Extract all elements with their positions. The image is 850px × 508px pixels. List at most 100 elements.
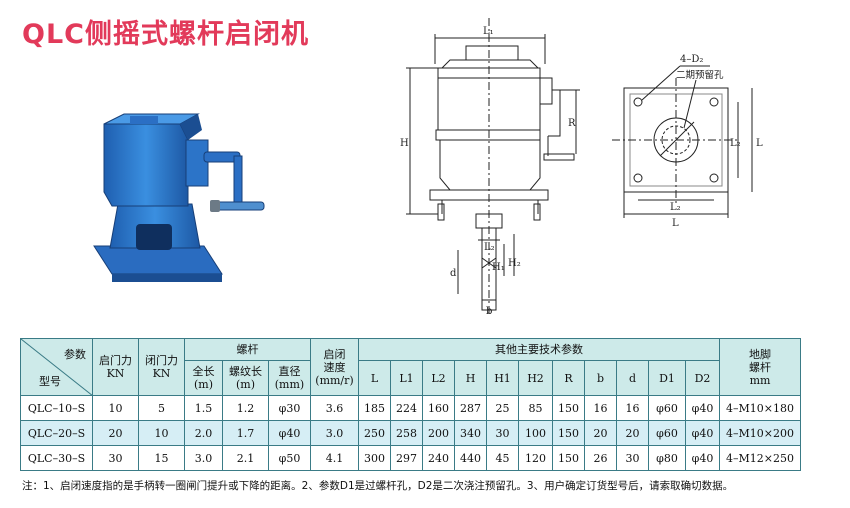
dim-label-plan-L: L: [672, 218, 679, 229]
cell-L1: 224: [390, 395, 423, 421]
cell-close-force: 5: [138, 395, 185, 421]
header-col-R: R: [552, 360, 585, 396]
cell-full-length: 2.0: [184, 420, 223, 446]
cell-L1: 258: [390, 420, 423, 446]
cell-diameter: φ50: [268, 445, 311, 471]
dim-label-plan-L2: L₂: [670, 202, 681, 213]
cell-L2: 200: [422, 420, 455, 446]
front-view-labels: L₁ H R L₂ H₁ H₂ d b: [400, 26, 576, 317]
dim-label-plan-L2-side: L₂: [730, 138, 741, 149]
cell-H: 440: [454, 445, 487, 471]
page-title: QLC侧摇式螺杆启闭机: [22, 19, 309, 50]
cell-open-force: 30: [92, 445, 139, 471]
cell-anchor-bolt: 4–M10×180: [719, 395, 801, 421]
header-other-params: 其他主要技术参数: [358, 337, 720, 362]
cell-b: 26: [584, 445, 617, 471]
cell-full-length: 3.0: [184, 445, 223, 471]
cell-close-force: 15: [138, 445, 185, 471]
cell-model: QLC–20–S: [20, 420, 93, 446]
header-param: 参数: [64, 348, 86, 361]
cell-L1: 297: [390, 445, 423, 471]
cell-anchor-bolt: 4–M10×200: [719, 420, 801, 446]
table-row: QLC–10–S 10 5 1.5 1.2 φ30 3.6 185 224 16…: [20, 395, 801, 421]
header-col-D2: D2: [685, 360, 720, 396]
header-col-H2: H2: [518, 360, 553, 396]
cell-H1: 25: [486, 395, 519, 421]
dim-label-H2: H₂: [508, 258, 521, 269]
product-photo: [93, 113, 265, 282]
cell-thread-length: 1.2: [222, 395, 269, 421]
cell-d: 30: [616, 445, 649, 471]
cell-H2: 100: [518, 420, 553, 446]
cell-full-length: 1.5: [184, 395, 223, 421]
cell-D1: φ60: [648, 395, 686, 421]
header-col-L2: L2: [422, 360, 455, 396]
cell-model: QLC–10–S: [20, 395, 93, 421]
cell-H1: 30: [486, 420, 519, 446]
cell-D2: φ40: [685, 395, 720, 421]
cell-R: 150: [552, 445, 585, 471]
header-col-d: d: [616, 360, 649, 396]
cell-d: 16: [616, 395, 649, 421]
header-param-model: 参数 型号: [20, 338, 93, 396]
cell-diameter: φ40: [268, 420, 311, 446]
header-anchor-bolt: 地脚 螺杆 mm: [719, 338, 801, 396]
header-close-force: 闭门力 KN: [138, 338, 185, 396]
table-row: QLC–30–S 30 15 3.0 2.1 φ50 4.1 300 297 2…: [20, 445, 801, 471]
callout-second-stage-hole: 二期预留孔: [676, 69, 724, 81]
cell-L: 185: [358, 395, 391, 421]
cell-close-force: 10: [138, 420, 185, 446]
header-diameter: 直径 (mm): [268, 360, 311, 396]
dim-label-L1: L₁: [483, 26, 494, 37]
front-view: [406, 18, 580, 316]
header-col-L1: L1: [390, 360, 423, 396]
cell-L: 300: [358, 445, 391, 471]
plan-view: [612, 65, 753, 218]
table-row: QLC–20–S 20 10 2.0 1.7 φ40 3.0 250 258 2…: [20, 420, 801, 446]
cell-L2: 160: [422, 395, 455, 421]
cell-model: QLC–30–S: [20, 445, 93, 471]
dim-label-d: d: [450, 268, 457, 279]
cell-R: 150: [552, 420, 585, 446]
dim-label-H1: H₁: [492, 262, 505, 273]
header-col-H: H: [454, 360, 487, 396]
header-col-L: L: [358, 360, 391, 396]
cell-open-force: 10: [92, 395, 139, 421]
header-thread-length: 螺纹长 (m): [222, 360, 269, 396]
cell-D1: φ60: [648, 420, 686, 446]
callout-4-D2: 4–D₂: [680, 54, 703, 65]
cell-D1: φ80: [648, 445, 686, 471]
dim-label-b: b: [486, 306, 492, 317]
cell-speed: 3.0: [310, 420, 359, 446]
cell-thread-length: 2.1: [222, 445, 269, 471]
footnote: 注：1、启闭速度指的是手柄转一圈闸门提升或下降的距离。2、参数D1是过螺杆孔，D…: [22, 480, 734, 492]
dim-label-L2: L₂: [484, 242, 495, 253]
cell-b: 16: [584, 395, 617, 421]
dim-label-H: H: [400, 138, 409, 149]
cell-anchor-bolt: 4–M12×250: [719, 445, 801, 471]
header-open-force: 启门力 KN: [92, 338, 139, 396]
cell-speed: 4.1: [310, 445, 359, 471]
dim-label-R: R: [568, 118, 576, 129]
header-col-H1: H1: [486, 360, 519, 396]
header-col-D1: D1: [648, 360, 686, 396]
cell-H: 340: [454, 420, 487, 446]
cell-b: 20: [584, 420, 617, 446]
cell-L: 250: [358, 420, 391, 446]
cell-d: 20: [616, 420, 649, 446]
plan-view-labels: 4–D₂ 二期预留孔 L₂ L L₂ L: [670, 54, 763, 229]
cell-D2: φ40: [685, 420, 720, 446]
header-full-length: 全长 (m): [184, 360, 223, 396]
cell-open-force: 20: [92, 420, 139, 446]
cell-L2: 240: [422, 445, 455, 471]
cell-H2: 120: [518, 445, 553, 471]
cell-R: 150: [552, 395, 585, 421]
cell-D2: φ40: [685, 445, 720, 471]
header-screw: 螺杆: [184, 337, 311, 362]
cell-diameter: φ30: [268, 395, 311, 421]
technical-drawing: L₁ H R L₂ H₁ H₂ d b 4–D₂ 二期预留孔: [400, 18, 763, 317]
cell-H: 287: [454, 395, 487, 421]
header-col-b: b: [584, 360, 617, 396]
cell-speed: 3.6: [310, 395, 359, 421]
spec-table: 参数 型号 启门力 KN 闭门力 KN 螺杆 启闭 速度 (mm/r) 其他主要…: [20, 337, 801, 471]
